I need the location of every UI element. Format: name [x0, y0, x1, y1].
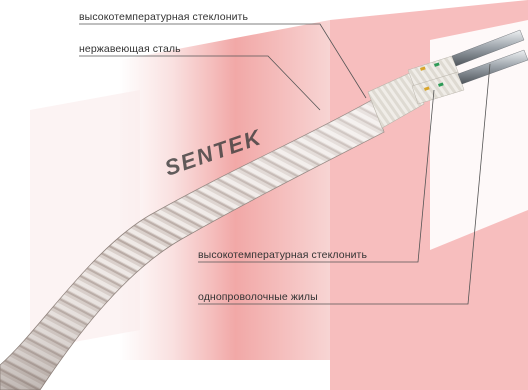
callout-label-stainless-steel: нержавеющая сталь: [79, 43, 181, 55]
callout-label-solid-conductors: однопроволочные жилы: [198, 291, 318, 303]
callout-label-glass-fiber-bottom: высокотемпературная стеклонить: [198, 249, 367, 261]
callout-label-glass-fiber-top: высокотемпературная стеклонить: [79, 11, 248, 23]
